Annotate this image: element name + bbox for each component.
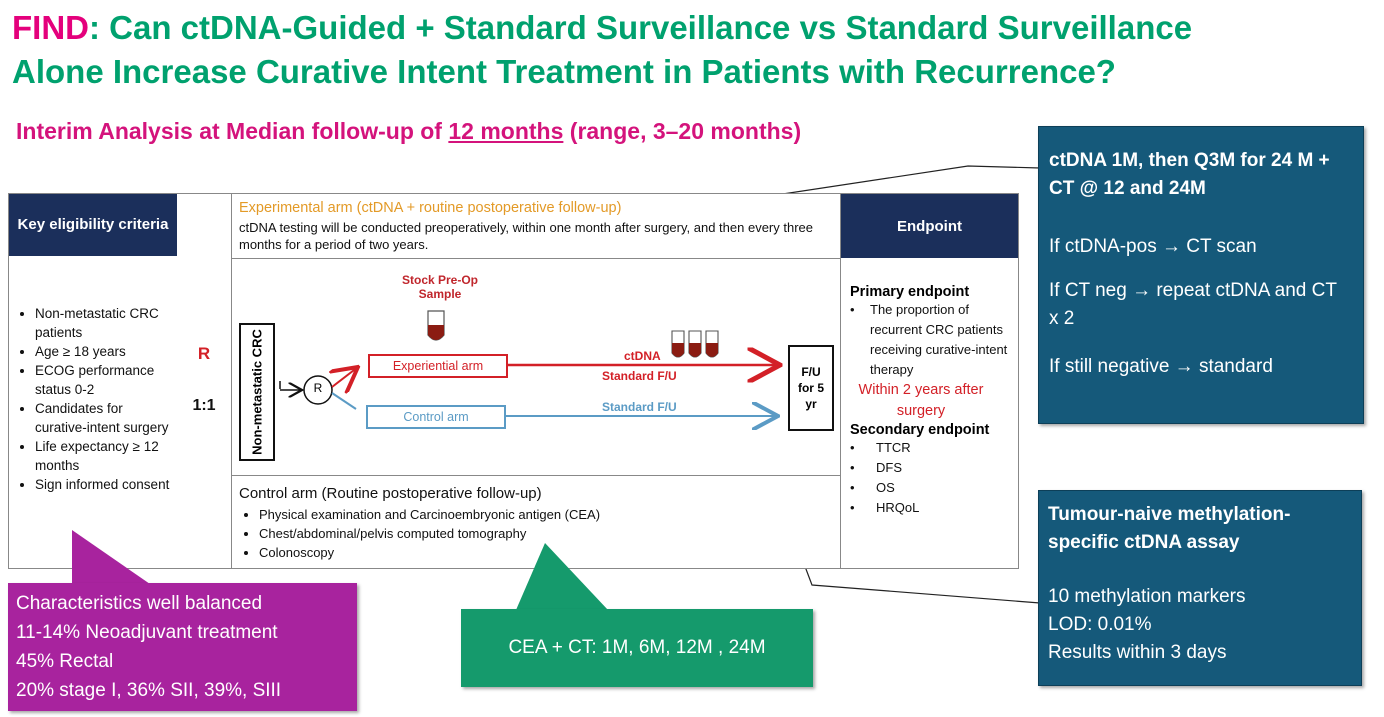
experimental-arm-panel: Experimental arm (ctDNA + routine postop… [232, 193, 841, 259]
eligibility-item: Sign informed consent [35, 475, 171, 494]
eligibility-item: Life expectancy ≥ 12 months [35, 437, 171, 475]
diagram-graphics [279, 310, 840, 475]
follow-up-label: F/U for 5 yr [797, 365, 824, 411]
assay-line: Results within 3 days [1048, 642, 1227, 663]
standard-fu-control-label: Standard F/U [602, 400, 677, 414]
title-line-1: FIND: Can ctDNA-Guided + Standard Survei… [12, 6, 1372, 50]
control-arm-box: Control arm [366, 405, 506, 429]
ctdna-label: ctDNA [624, 349, 661, 363]
assay-heading: Tumour-naive methylation-specific ctDNA … [1048, 504, 1291, 553]
secondary-endpoint-item: HRQoL [876, 500, 920, 515]
eligibility-list: Non-metastatic CRC patients Age ≥ 18 yea… [9, 256, 177, 494]
control-arm-list: Physical examination and Carcinoembryoni… [232, 502, 840, 562]
eligibility-item: ECOG performance status 0-2 [35, 361, 171, 399]
primary-endpoint-timeframe: Within 2 years after surgery [858, 382, 984, 419]
control-item: Chest/abdominal/pelvis computed tomograp… [259, 524, 834, 543]
ctdna-schedule-line: If ctDNA-pos → CT scan [1049, 236, 1257, 257]
endpoint-header: Endpoint [841, 194, 1018, 258]
characteristics-line: 20% stage I, 36% SII, 39%, SIII [16, 680, 282, 701]
characteristics-callout: Characteristics well balanced 11-14% Neo… [8, 583, 357, 711]
characteristics-line: 45% Rectal [16, 651, 114, 672]
secondary-endpoint-item: DFS [876, 460, 902, 475]
branch-control [331, 392, 357, 410]
randomization-ratio: 1:1 [192, 397, 216, 414]
secondary-endpoint-title: Secondary endpoint [850, 422, 990, 438]
branch-experimental [332, 367, 358, 387]
ctdna-schedule-line: If CT neg → repeat ctDNA and CT x 2 [1049, 280, 1337, 329]
assay-box: Tumour-naive methylation-specific ctDNA … [1038, 490, 1362, 686]
subtitle-underlined: 12 months [448, 118, 564, 144]
endpoint-panel: Endpoint Primary endpoint • The proporti… [841, 193, 1019, 569]
randomization-r: R [197, 344, 211, 363]
green-callout-pointer [516, 543, 608, 610]
characteristics-line: 11-14% Neoadjuvant treatment [16, 622, 278, 643]
cea-ct-text: CEA + CT: 1M, 6M, 12M , 24M [508, 637, 766, 658]
ctdna-schedule-heading: ctDNA 1M, then Q3M for 24 M + CT @ 12 an… [1049, 150, 1330, 199]
stock-tube-blood [428, 325, 444, 340]
endpoint-body: Primary endpoint • The proportion of rec… [841, 258, 1018, 518]
primary-endpoint-title: Primary endpoint [850, 284, 970, 300]
ctdna-schedule-box: ctDNA 1M, then Q3M for 24 M + CT @ 12 an… [1038, 126, 1364, 424]
assay-line: LOD: 0.01% [1048, 614, 1152, 635]
characteristics-line: Characteristics well balanced [16, 593, 263, 614]
subtitle-post: (range, 3–20 months) [563, 118, 802, 144]
eligibility-item: Age ≥ 18 years [35, 342, 171, 361]
primary-endpoint-text: The proportion of recurrent CRC patients… [870, 302, 1008, 377]
subtitle-pre: Interim Analysis at Median follow-up of [16, 118, 449, 144]
control-item: Physical examination and Carcinoembryoni… [259, 505, 834, 524]
title-question-part1: : Can ctDNA-Guided + Standard Surveillan… [89, 9, 1193, 46]
randomization-column: R 1:1 [177, 193, 232, 569]
population-box: Non-metastatic CRC [239, 323, 275, 461]
eligibility-header: Key eligibility criteria [9, 194, 177, 256]
cea-ct-callout: CEA + CT: 1M, 6M, 12M , 24M [461, 609, 813, 687]
eligibility-item: Candidates for curative-intent surgery [35, 399, 171, 437]
secondary-endpoint-item: OS [876, 480, 895, 495]
study-diagram: Non-metastatic CRC R Stock Pr [232, 258, 841, 476]
ctdna-tubes-icon [671, 330, 719, 358]
experimental-arm-box: Experiential arm [368, 354, 508, 378]
slide-subtitle: Interim Analysis at Median follow-up of … [16, 118, 801, 145]
secondary-endpoint-item: TTCR [876, 440, 911, 455]
follow-up-box: F/U for 5 yr [788, 345, 834, 431]
secondary-endpoint-list: •TTCR •DFS •OS •HRQoL [850, 438, 1012, 518]
ctdna-schedule-line: If still negative → standard [1049, 356, 1273, 377]
primary-endpoint-item: • The proportion of recurrent CRC patien… [850, 300, 1012, 380]
experimental-arm-desc: ctDNA testing will be conducted preopera… [239, 220, 813, 252]
purple-callout-pointer [72, 530, 150, 584]
experimental-arm-title: Experimental arm (ctDNA + routine postop… [239, 200, 622, 216]
eligibility-item: Non-metastatic CRC patients [35, 304, 171, 342]
control-item: Colonoscopy [259, 543, 834, 562]
control-arm-title: Control arm (Routine postoperative follo… [239, 485, 542, 502]
title-find: FIND [12, 9, 89, 46]
standard-fu-experimental-label: Standard F/U [602, 369, 677, 383]
eligibility-panel: Key eligibility criteria Non-metastatic … [8, 193, 178, 569]
r-circle-label: R [313, 381, 323, 395]
assay-line: 10 methylation markers [1048, 586, 1246, 607]
stock-pre-op-label: Stock Pre-Op Sample [401, 273, 479, 301]
title-line-2: Alone Increase Curative Intent Treatment… [12, 53, 1116, 90]
slide-title: FIND: Can ctDNA-Guided + Standard Survei… [12, 6, 1372, 94]
